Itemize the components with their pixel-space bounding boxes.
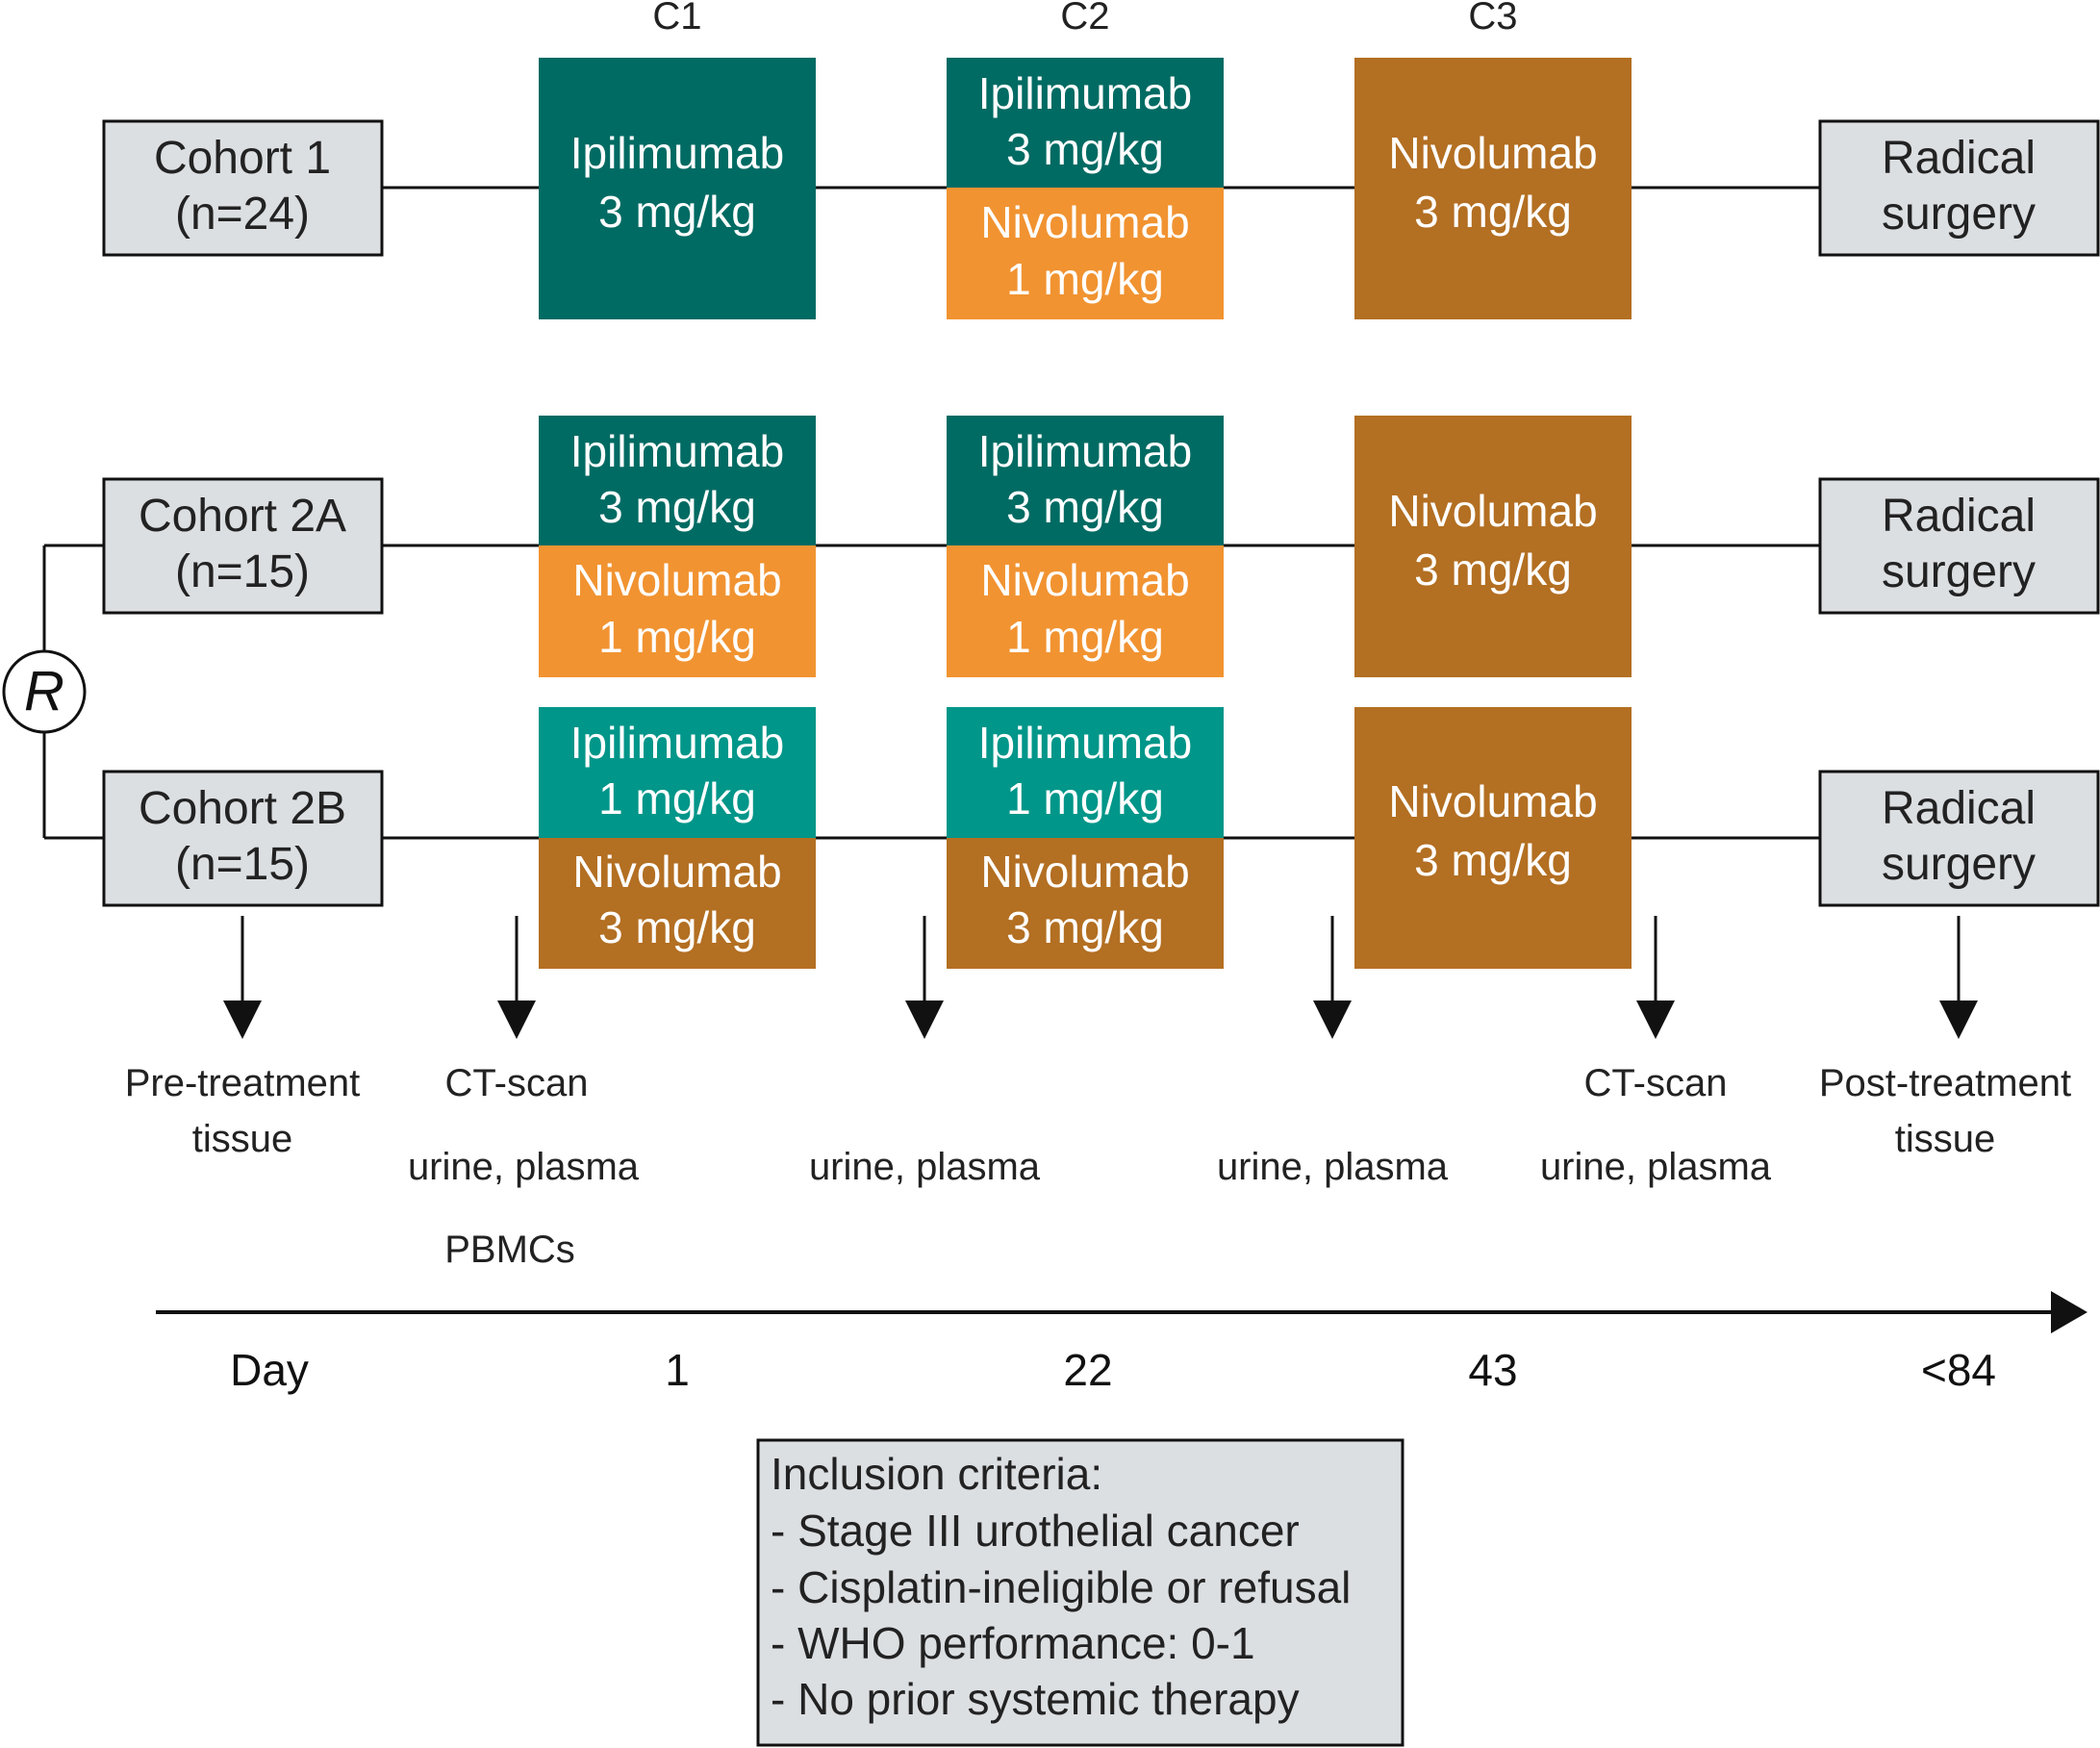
drug-dose: 1 mg/kg	[1006, 254, 1164, 304]
surgery-line1: Radical	[1882, 133, 2036, 184]
cohort-2b-c2-ipilimumab-1-block: Ipilimumab 1 mg/kg	[947, 707, 1224, 838]
surgery-line2: surgery	[1882, 546, 2036, 597]
cohort-1-label: Cohort 1	[154, 133, 331, 184]
cycle-label-c1: C1	[652, 0, 701, 38]
cohort-2b-c1-nivolumab-3-block: Nivolumab 3 mg/kg	[539, 838, 816, 969]
cohort-2a-c2-nivolumab-1-block: Nivolumab 1 mg/kg	[947, 545, 1224, 677]
randomization-circle	[2, 649, 87, 734]
drug-dose: 3 mg/kg	[1414, 835, 1572, 885]
cycle-label-c3: C3	[1468, 0, 1517, 38]
drug-name: Ipilimumab	[978, 426, 1192, 476]
timeline-tick-22: 22	[1063, 1345, 1112, 1395]
drug-dose: 1 mg/kg	[1006, 612, 1164, 662]
criteria-title: Inclusion criteria:	[771, 1449, 1102, 1499]
arrow-down-icon	[905, 1001, 944, 1039]
drug-name: Nivolumab	[1388, 776, 1597, 826]
pre-treatment-label-2: tissue	[192, 1118, 293, 1160]
drug-name: Nivolumab	[572, 847, 781, 897]
cohort-2a-label: Cohort 2A	[139, 491, 346, 542]
cycle-label-c2: C2	[1060, 0, 1109, 38]
cohort-1-n: (n=24)	[175, 189, 310, 240]
drug-name: Ipilimumab	[570, 128, 784, 178]
ct-scan-label-post: CT-scan	[1584, 1062, 1728, 1104]
post-treatment-label-1: Post-treatment	[1819, 1062, 2071, 1104]
surgery-box-cohort-2a: Radical surgery	[1818, 477, 2100, 615]
cohort-2a-c1-nivolumab-1-block: Nivolumab 1 mg/kg	[539, 545, 816, 677]
surgery-line1: Radical	[1882, 783, 2036, 834]
timeline-tick-43: 43	[1468, 1345, 1517, 1395]
drug-dose: 3 mg/kg	[1414, 545, 1572, 595]
drug-name: Ipilimumab	[978, 718, 1192, 768]
arrow-down-icon	[497, 1001, 536, 1039]
arrow-right-icon	[2051, 1291, 2087, 1333]
ct-scan-label-baseline: CT-scan	[445, 1062, 589, 1104]
timeline-tick-1: 1	[665, 1345, 690, 1395]
drug-name: Ipilimumab	[978, 68, 1192, 118]
surgery-line2: surgery	[1882, 839, 2036, 890]
urine-plasma-label-c2: urine, plasma	[809, 1146, 1041, 1188]
drug-name: Nivolumab	[980, 847, 1189, 897]
drug-name: Nivolumab	[1388, 486, 1597, 536]
drug-dose: 3 mg/kg	[1006, 482, 1164, 532]
cohort-2a-c3-nivolumab-3-block: Nivolumab 3 mg/kg	[1354, 416, 1632, 677]
surgery-line2: surgery	[1882, 189, 2036, 240]
drug-dose: 3 mg/kg	[1006, 902, 1164, 952]
drug-dose: 1 mg/kg	[598, 773, 756, 823]
drug-dose: 3 mg/kg	[598, 187, 756, 237]
drug-dose: 3 mg/kg	[1414, 187, 1572, 237]
drug-name: Nivolumab	[980, 197, 1189, 247]
pre-treatment-label-1: Pre-treatment	[125, 1062, 361, 1104]
arrow-down-icon	[223, 1001, 262, 1039]
surgery-line1: Radical	[1882, 491, 2036, 542]
urine-plasma-label-c3: urine, plasma	[1217, 1146, 1449, 1188]
timeline-tick-84: <84	[1921, 1345, 1996, 1395]
timeline-day-label: Day	[230, 1345, 309, 1395]
drug-dose: 3 mg/kg	[1006, 124, 1164, 174]
timeline-axis	[156, 1291, 2087, 1333]
cohort-1-c3-nivolumab-3-block: Nivolumab 3 mg/kg	[1354, 58, 1632, 319]
arrow-down-icon	[1313, 1001, 1352, 1039]
randomization-symbol: R	[24, 660, 64, 722]
cohort-2b-c3-nivolumab-3-block: Nivolumab 3 mg/kg	[1354, 707, 1632, 969]
cohort-2a-n: (n=15)	[175, 546, 310, 597]
surgery-box-cohort-2b: Radical surgery	[1818, 770, 2100, 907]
cohort-2b-c1-ipilimumab-1-block: Ipilimumab 1 mg/kg	[539, 707, 816, 838]
arrow-down-icon	[1939, 1001, 1978, 1039]
cohort-1-c2-nivolumab-1-block: Nivolumab 1 mg/kg	[947, 188, 1224, 319]
criteria-item: - Cisplatin-ineligible or refusal	[771, 1562, 1351, 1612]
post-treatment-label-2: tissue	[1895, 1118, 1996, 1160]
cohort-1-c2-ipilimumab-3-block: Ipilimumab 3 mg/kg	[947, 58, 1224, 188]
criteria-item: - WHO performance: 0-1	[771, 1618, 1255, 1668]
cohort-2b-c2-nivolumab-3-block: Nivolumab 3 mg/kg	[947, 838, 1224, 969]
arrow-down-icon	[1636, 1001, 1675, 1039]
cohort-2a-c1-ipilimumab-3-block: Ipilimumab 3 mg/kg	[539, 416, 816, 545]
drug-name: Ipilimumab	[570, 426, 784, 476]
urine-plasma-label-baseline: urine, plasma	[408, 1146, 640, 1188]
cohort-1-box: Cohort 1 (n=24)	[102, 119, 384, 257]
urine-plasma-label-post: urine, plasma	[1540, 1146, 1772, 1188]
drug-name: Nivolumab	[980, 555, 1189, 605]
sampling-arrows	[223, 916, 1978, 1039]
drug-name: Nivolumab	[1388, 128, 1597, 178]
drug-name: Nivolumab	[572, 555, 781, 605]
surgery-box-cohort-1: Radical surgery	[1818, 119, 2100, 257]
drug-dose: 3 mg/kg	[598, 902, 756, 952]
cohort-2a-box: Cohort 2A (n=15)	[102, 477, 384, 615]
drug-dose: 1 mg/kg	[598, 612, 756, 662]
drug-dose: 1 mg/kg	[1006, 773, 1164, 823]
cohort-1-c1-ipilimumab-3-block: Ipilimumab 3 mg/kg	[539, 58, 816, 319]
cohort-2b-box: Cohort 2B (n=15)	[102, 770, 384, 907]
cohort-2a-c2-ipilimumab-3-block: Ipilimumab 3 mg/kg	[947, 416, 1224, 545]
cohort-2b-label: Cohort 2B	[139, 783, 346, 834]
criteria-item: - No prior systemic therapy	[771, 1674, 1300, 1724]
drug-dose: 3 mg/kg	[598, 482, 756, 532]
inclusion-criteria-box: Inclusion criteria: - Stage III urotheli…	[756, 1438, 1404, 1747]
cohort-2b-n: (n=15)	[175, 839, 310, 890]
criteria-item: - Stage III urothelial cancer	[771, 1506, 1300, 1556]
pbmcs-label: PBMCs	[444, 1229, 575, 1271]
drug-name: Ipilimumab	[570, 718, 784, 768]
